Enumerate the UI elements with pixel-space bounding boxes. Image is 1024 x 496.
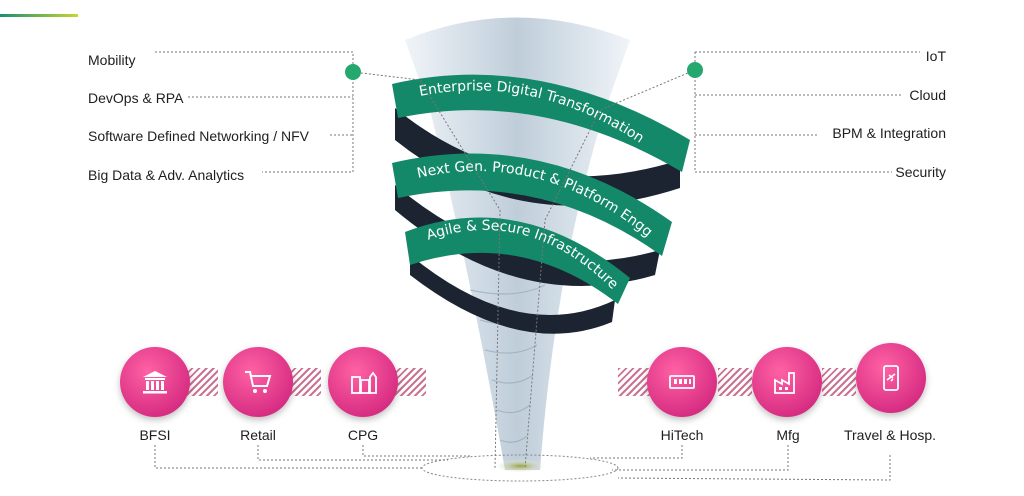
- industry-connectors: [154, 445, 891, 481]
- topic-sdn-nfv: Software Defined Networking / NFV: [88, 128, 309, 144]
- topic-security: Security: [895, 164, 946, 180]
- industry-label-mfg: Mfg: [776, 427, 800, 443]
- consumer-goods-icon: [351, 371, 377, 394]
- industry-label-cpg: CPG: [347, 427, 379, 443]
- industry-mfg: [752, 347, 822, 417]
- factory-icon: [774, 372, 795, 394]
- right-connector-dot: [687, 62, 703, 78]
- topic-iot: IoT: [925, 48, 946, 64]
- circuit-chip-icon: [669, 375, 695, 389]
- topic-bpm-integration: BPM & Integration: [832, 125, 946, 141]
- industry-label-bfsi: BFSI: [139, 427, 171, 443]
- industry-cpg: [328, 347, 398, 417]
- right-connectors: [524, 51, 920, 469]
- industry-label-travel: Travel & Hosp.: [843, 427, 937, 443]
- hatch-hitech-mfg: [718, 368, 752, 396]
- industry-retail: [223, 347, 293, 417]
- mobile-travel-icon: [883, 365, 899, 391]
- left-connector-dot: [345, 64, 361, 80]
- bank-icon: [143, 371, 167, 394]
- industry-bfsi: [120, 347, 190, 417]
- topic-devops-rpa: DevOps & RPA: [88, 90, 184, 106]
- topic-cloud: Cloud: [909, 87, 946, 103]
- hatch-mfg-travel: [822, 368, 856, 396]
- industry-label-retail: Retail: [240, 427, 276, 443]
- industry-travel: [856, 343, 926, 413]
- hatch-hitech: [618, 368, 652, 396]
- industry-hitech: [647, 347, 717, 417]
- industry-label-hitech: HiTech: [660, 427, 704, 443]
- brand-accent-bar: [0, 14, 78, 17]
- shopping-cart-icon: [245, 371, 272, 393]
- topic-mobility: Mobility: [88, 52, 136, 68]
- left-connectors: [155, 51, 501, 469]
- topic-big-data: Big Data & Adv. Analytics: [88, 167, 245, 183]
